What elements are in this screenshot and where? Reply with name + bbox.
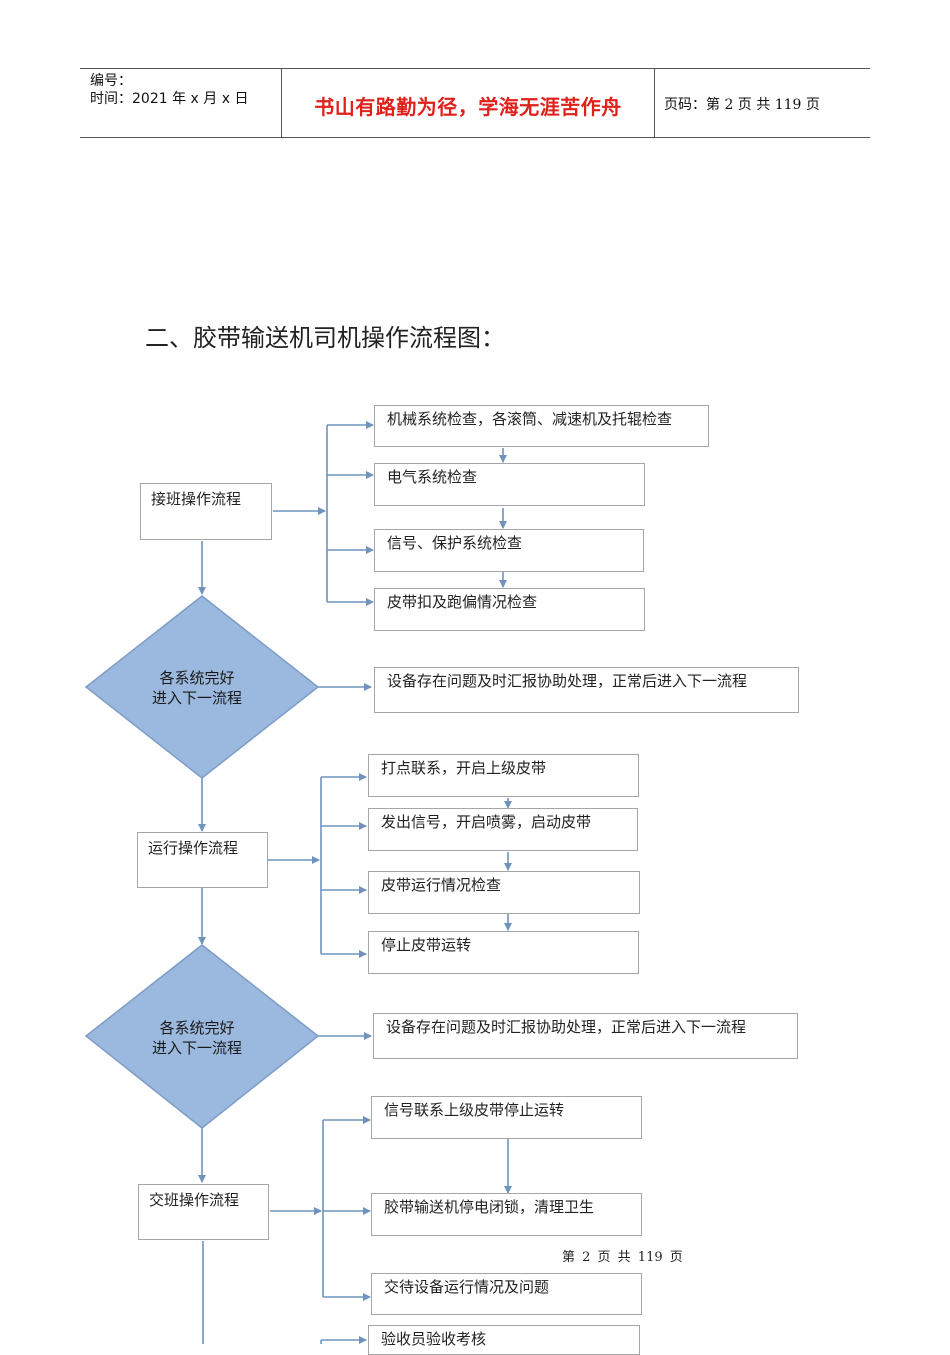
header-divider: [654, 69, 655, 137]
handover-in-box: 接班操作流程: [140, 483, 272, 540]
header-meta: 编号： 时间：2021 年 x 月 x 日: [90, 72, 248, 108]
handover-item-signal: 信号联系上级皮带停止运转: [371, 1096, 642, 1139]
handover-item-report: 交待设备运行情况及问题: [371, 1273, 642, 1315]
issue-box-1: 设备存在问题及时汇报协助处理，正常后进入下一流程: [374, 667, 799, 713]
handover-item-acceptance: 验收员验收考核: [368, 1325, 640, 1355]
run-item-stop: 停止皮带运转: [368, 931, 639, 974]
number-label: 编号：: [90, 73, 132, 89]
header-page-info: 页码：第 2 页 共 119 页: [664, 97, 820, 113]
decision-diamond-1: [84, 595, 320, 779]
decision-2-label: 各系统完好 进入下一流程: [122, 1018, 272, 1058]
handover-out-box: 交班操作流程: [138, 1184, 269, 1240]
page-footer: 第 2 页 共 119 页: [562, 1250, 683, 1265]
time-label: 时间：2021 年 x 月 x 日: [90, 91, 249, 107]
header-divider: [281, 69, 282, 137]
decision-1-line-2: 进入下一流程: [151, 689, 242, 707]
issue-box-2: 设备存在问题及时汇报协助处理，正常后进入下一流程: [373, 1013, 798, 1059]
check-item-electrical: 电气系统检查: [374, 463, 645, 506]
decision-diamond-2: [84, 944, 320, 1129]
check-item-signal: 信号、保护系统检查: [374, 529, 644, 572]
run-item-start: 发出信号，开启喷雾，启动皮带: [368, 808, 638, 851]
decision-1-line-1: 各系统完好: [159, 669, 235, 687]
run-box: 运行操作流程: [137, 832, 268, 888]
decision-2-line-1: 各系统完好: [159, 1019, 235, 1037]
run-item-contact: 打点联系，开启上级皮带: [368, 754, 639, 797]
header-motto: 书山有路勤为径，学海无涯苦作舟: [314, 95, 622, 119]
decision-2-line-2: 进入下一流程: [151, 1039, 242, 1057]
check-item-belt: 皮带扣及跑偏情况检查: [374, 588, 645, 631]
run-item-inspect: 皮带运行情况检查: [368, 871, 640, 914]
decision-1-label: 各系统完好 进入下一流程: [122, 668, 272, 708]
document-header: 编号： 时间：2021 年 x 月 x 日 书山有路勤为径，学海无涯苦作舟 页码…: [80, 68, 870, 138]
check-item-mechanical: 机械系统检查，各滚筒、减速机及托辊检查: [374, 405, 709, 447]
section-title: 二、胶带输送机司机操作流程图：: [145, 324, 505, 352]
handover-item-lockout: 胶带输送机停电闭锁，清理卫生: [371, 1193, 642, 1236]
